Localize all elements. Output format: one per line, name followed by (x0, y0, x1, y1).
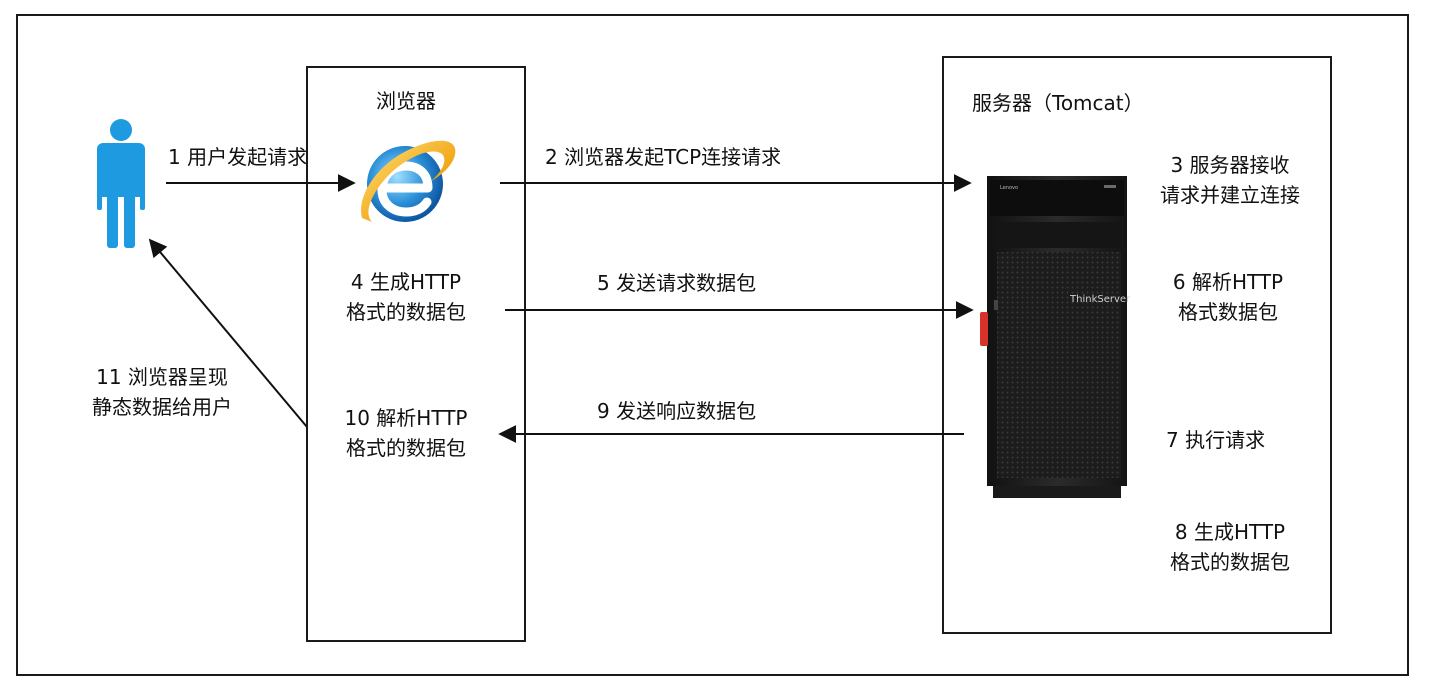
server-title: 服务器（Tomcat） (972, 91, 1144, 115)
step-3-line-2: 请求并建立连接 (1160, 183, 1300, 207)
step-6-line-1: 6 解析HTTP (1172, 270, 1284, 294)
step-10-label: 10 解析HTTP 格式的数据包 (316, 403, 496, 463)
step-3-label: 3 服务器接收 请求并建立连接 (1140, 150, 1320, 210)
step-8-line-2: 格式的数据包 (1170, 550, 1290, 574)
step-8-line-1: 8 生成HTTP (1174, 520, 1286, 544)
step-10-line-1: 10 解析HTTP (344, 406, 468, 430)
browser-title: 浏览器 (376, 89, 436, 113)
step-6-label: 6 解析HTTP 格式数据包 (1138, 267, 1318, 327)
step-7-label: 7 执行请求 (1166, 428, 1266, 452)
step-8-label: 8 生成HTTP 格式的数据包 (1140, 517, 1320, 577)
step-1-label: 1 用户发起请求 (168, 145, 308, 169)
step-11-line-2: 静态数据给用户 (92, 395, 232, 419)
browser-box (306, 66, 526, 642)
outer-frame (16, 14, 1409, 676)
step-10-line-2: 格式的数据包 (346, 436, 466, 460)
step-2-label: 2 浏览器发起TCP连接请求 (545, 145, 782, 169)
step-3-line-1: 3 服务器接收 (1170, 153, 1290, 177)
step-4-line-2: 格式的数据包 (346, 300, 466, 324)
step-6-line-2: 格式数据包 (1178, 300, 1278, 324)
step-4-line-1: 4 生成HTTP (350, 270, 462, 294)
step-11-line-1: 11 浏览器呈现 (96, 365, 228, 389)
step-11-label: 11 浏览器呈现 静态数据给用户 (62, 362, 262, 422)
server-box (942, 56, 1332, 634)
step-9-label: 9 发送响应数据包 (597, 399, 757, 423)
step-4-label: 4 生成HTTP 格式的数据包 (316, 267, 496, 327)
step-5-label: 5 发送请求数据包 (597, 271, 757, 295)
